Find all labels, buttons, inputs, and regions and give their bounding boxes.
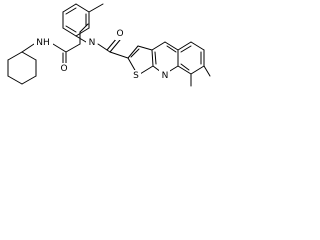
cyclohexyl-ring: [7, 51, 37, 85]
bond-n-co: [97, 43, 111, 53]
bond-tolyl-n: [75, 35, 87, 43]
atom-s: S: [131, 70, 141, 82]
tolyl-methyl: [88, 3, 104, 13]
thiophene-s-label: S: [133, 71, 139, 81]
bond-nh-co: [52, 43, 67, 53]
quinoline-n-label: N: [162, 71, 169, 81]
bond-ring-nh: [21, 43, 35, 53]
atom-amide-n: N: [86, 37, 97, 49]
carbonyl-o-right-label: O: [116, 29, 123, 39]
left-carbonyl-bond: [62, 51, 67, 65]
carbonyl-o-left-label: O: [60, 64, 67, 74]
right-carbonyl-bond: [106, 37, 121, 53]
benzo-methyl: [203, 65, 211, 77]
thiophene-ring: [127, 45, 154, 75]
pyridine-ring: [151, 41, 179, 75]
bond-co-thiophene: [109, 51, 129, 59]
atom-quinoline-n: N: [159, 70, 170, 82]
benzo-ring: [177, 41, 205, 75]
molecule-structure: NH O N O S N: [7, 3, 211, 87]
tolyl-ring: [62, 3, 90, 37]
atom-o-right: O: [115, 28, 126, 40]
atom-nh: NH: [34, 37, 53, 50]
bond-ch2-n: [79, 23, 89, 33]
atom-o-left: O: [59, 63, 69, 75]
bond-co-ch2: [65, 43, 81, 53]
amide-n-label: N: [89, 38, 96, 48]
nh-label: NH: [36, 38, 50, 48]
